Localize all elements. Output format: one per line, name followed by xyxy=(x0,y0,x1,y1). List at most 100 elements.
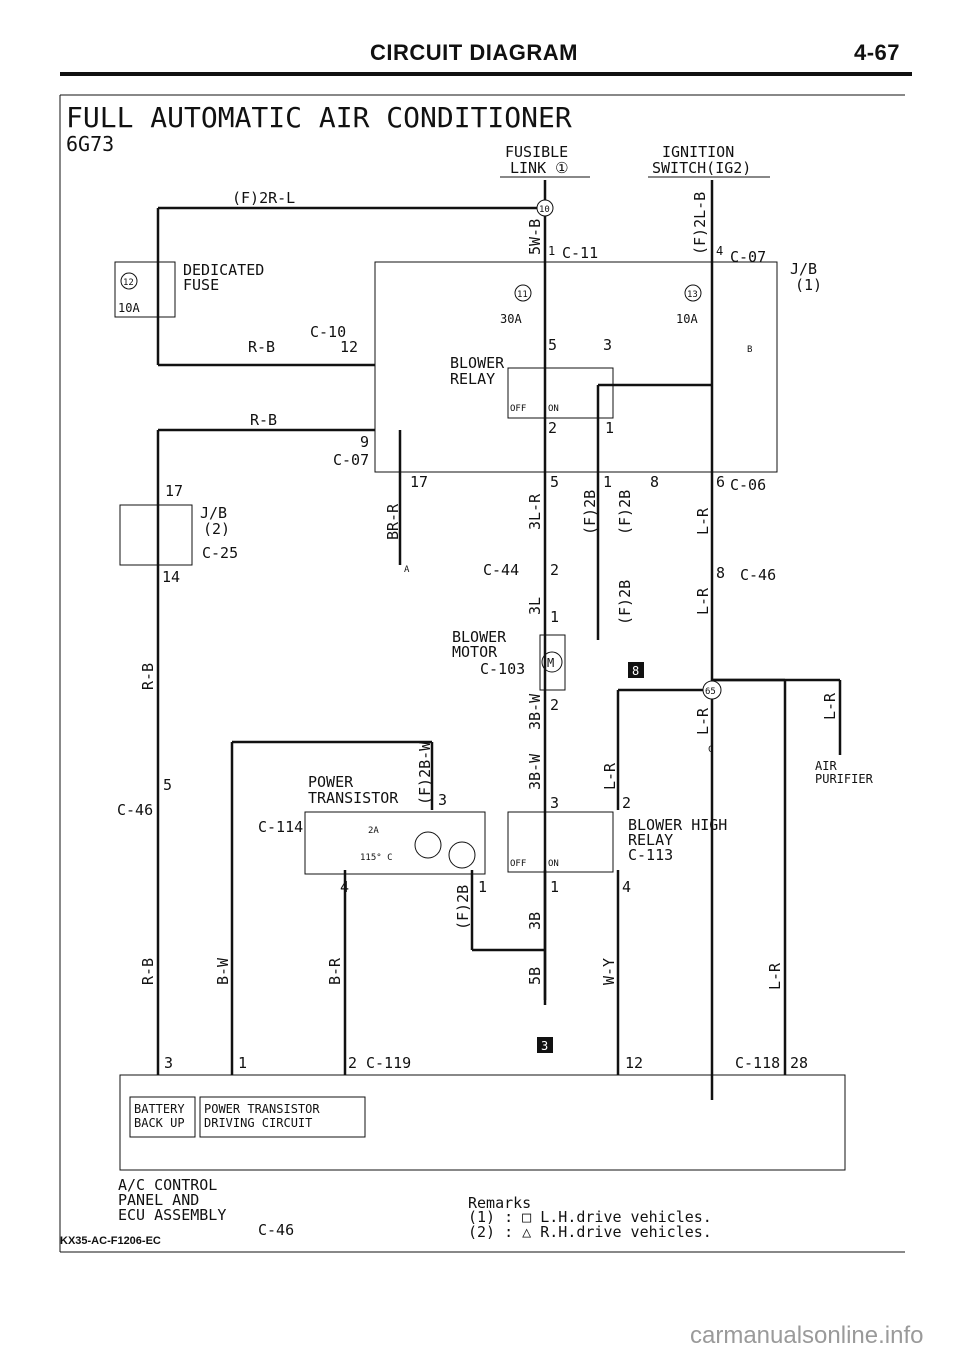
pin-1e: 1 xyxy=(550,878,559,896)
wire-f2lb: (F)2L-B xyxy=(691,192,709,255)
fuse-13-rating: 10A xyxy=(676,312,698,326)
section-title: CIRCUIT DIAGRAM xyxy=(370,40,578,65)
jb2-label: J/B xyxy=(200,504,227,522)
pt-drive-label: POWER TRANSISTOR xyxy=(204,1102,320,1116)
pin-5a: 5 xyxy=(548,336,557,354)
pin-8b: 8 xyxy=(716,564,725,582)
pt-label-2: TRANSISTOR xyxy=(308,789,399,807)
c10-label: C-10 xyxy=(310,323,346,341)
high-relay-label-2: RELAY xyxy=(628,831,673,849)
pin-12: 12 xyxy=(625,1054,643,1072)
jb-note: (1) xyxy=(795,276,822,294)
ecu-label: A/C CONTROL xyxy=(118,1176,217,1194)
relay2-on: ON xyxy=(548,859,559,869)
c11-label: C-11 xyxy=(562,244,598,262)
pin-2e: 2 xyxy=(348,1054,357,1072)
pin-17: 17 xyxy=(410,473,428,491)
fuse-11-rating: 30A xyxy=(500,312,522,326)
pin-1a: 1 xyxy=(605,419,614,437)
ecu-box xyxy=(119,1074,846,1171)
relay-off: OFF xyxy=(510,404,526,414)
pin-2a: 2 xyxy=(548,419,557,437)
remarks-1: (1) : □ L.H.drive vehicles. xyxy=(468,1208,712,1226)
air-purifier-label: AIR xyxy=(815,759,837,773)
pt-temp: 115° C xyxy=(360,853,393,863)
wire-lr-2: L-R xyxy=(694,587,712,615)
c07-mid-label: C-07 xyxy=(333,451,369,469)
c07-top-label: C-07 xyxy=(730,248,766,266)
ignition-label-2: SWITCH(IG2) xyxy=(652,159,751,177)
pin-4a: 4 xyxy=(340,878,349,896)
dedicated-fuse-box xyxy=(114,261,176,318)
wire-3l: 3L xyxy=(526,597,544,615)
remarks-title: Remarks xyxy=(468,1194,531,1212)
c114-label: C-114 xyxy=(258,818,303,836)
c103-label: C-103 xyxy=(480,660,525,678)
blower-relay-box xyxy=(507,367,614,419)
fusible-link-label: FUSIBLE xyxy=(505,143,568,161)
c119-label: C-119 xyxy=(366,1054,411,1072)
c07-top-pin: 4 xyxy=(716,244,723,258)
watermark[interactable]: carmanualsonline.info xyxy=(690,1322,924,1349)
pin-5b: 5 xyxy=(550,473,559,491)
wire-lr-3: L-R xyxy=(694,707,712,735)
engine-code: 6G73 xyxy=(66,132,114,156)
pin-14-left: 14 xyxy=(162,568,180,586)
high-relay-box xyxy=(507,811,614,873)
battery-label: BATTERY xyxy=(134,1102,185,1116)
wire-bw: B-W xyxy=(214,957,232,985)
c10-pin: 12 xyxy=(340,338,358,356)
pin-3c: 3 xyxy=(550,794,559,812)
wire-f2b-3: (F)2B xyxy=(616,580,634,625)
wire-lr-1: L-R xyxy=(694,507,712,535)
dedicated-fuse-label-2: FUSE xyxy=(183,276,219,294)
diagram-title: FULL AUTOMATIC AIR CONDITIONER xyxy=(66,101,572,134)
wire-5b: 5B xyxy=(526,967,544,985)
marker-65: 65 xyxy=(705,687,716,697)
pin-3a: 3 xyxy=(603,336,612,354)
wire-lr-4: L-R xyxy=(821,692,839,720)
c118-label: C-118 xyxy=(735,1054,780,1072)
wire-f2bw: (F)2B-W xyxy=(416,741,434,805)
c25-label: C-25 xyxy=(202,544,238,562)
fuse-11-num: 11 xyxy=(517,290,528,300)
relay-on: ON xyxy=(548,404,559,414)
fuse-12-rating: 10A xyxy=(118,301,140,315)
marker-3-box xyxy=(537,1037,553,1053)
motor-symbol: M xyxy=(547,656,554,670)
pin-1b: 1 xyxy=(603,473,612,491)
pin-1f: 1 xyxy=(238,1054,247,1072)
wire-rb-1: R-B xyxy=(139,663,157,690)
jb2-note: (2) xyxy=(203,520,230,538)
power-transistor-box xyxy=(304,811,486,875)
marker-b: B xyxy=(747,345,752,355)
blower-relay-label: BLOWER xyxy=(450,354,505,372)
fuse-11-marker xyxy=(514,284,532,302)
pin-10-num: 10 xyxy=(539,205,550,215)
pt-drive-box xyxy=(199,1096,366,1138)
pin-3b: 3 xyxy=(438,791,447,809)
wire-f2rl: (F)2R-L xyxy=(232,189,295,207)
pin-10-marker xyxy=(536,199,554,217)
fusible-link-label-2: LINK ① xyxy=(510,159,569,177)
c113-label: C-113 xyxy=(628,846,673,864)
high-relay-label: BLOWER HIGH xyxy=(628,816,727,834)
wire-wy: W-Y xyxy=(600,958,618,985)
fuse-13-marker xyxy=(684,284,702,302)
wire-f2b-1: (F)2B xyxy=(581,490,599,535)
battery-label-2: BACK UP xyxy=(134,1116,185,1130)
pt-drive-label-2: DRIVING CIRCUIT xyxy=(204,1116,312,1130)
marker-3: 3 xyxy=(541,1039,548,1053)
fuse-12-num: 12 xyxy=(123,278,134,288)
c46-bottom: C-46 xyxy=(258,1221,294,1239)
pin-2b: 2 xyxy=(550,561,559,579)
pin-6: 6 xyxy=(716,473,725,491)
jb2-box xyxy=(119,504,193,566)
rb-label-2: R-B xyxy=(250,411,277,429)
transistor-icon-2 xyxy=(448,841,476,869)
jb-label: J/B xyxy=(790,260,817,278)
footer-code: KX35-AC-F1206-EC xyxy=(60,1235,161,1247)
pin-5c: 5 xyxy=(163,776,172,794)
c06-label: C-06 xyxy=(730,476,766,494)
remarks-2: (2) : △ R.H.drive vehicles. xyxy=(468,1223,712,1241)
